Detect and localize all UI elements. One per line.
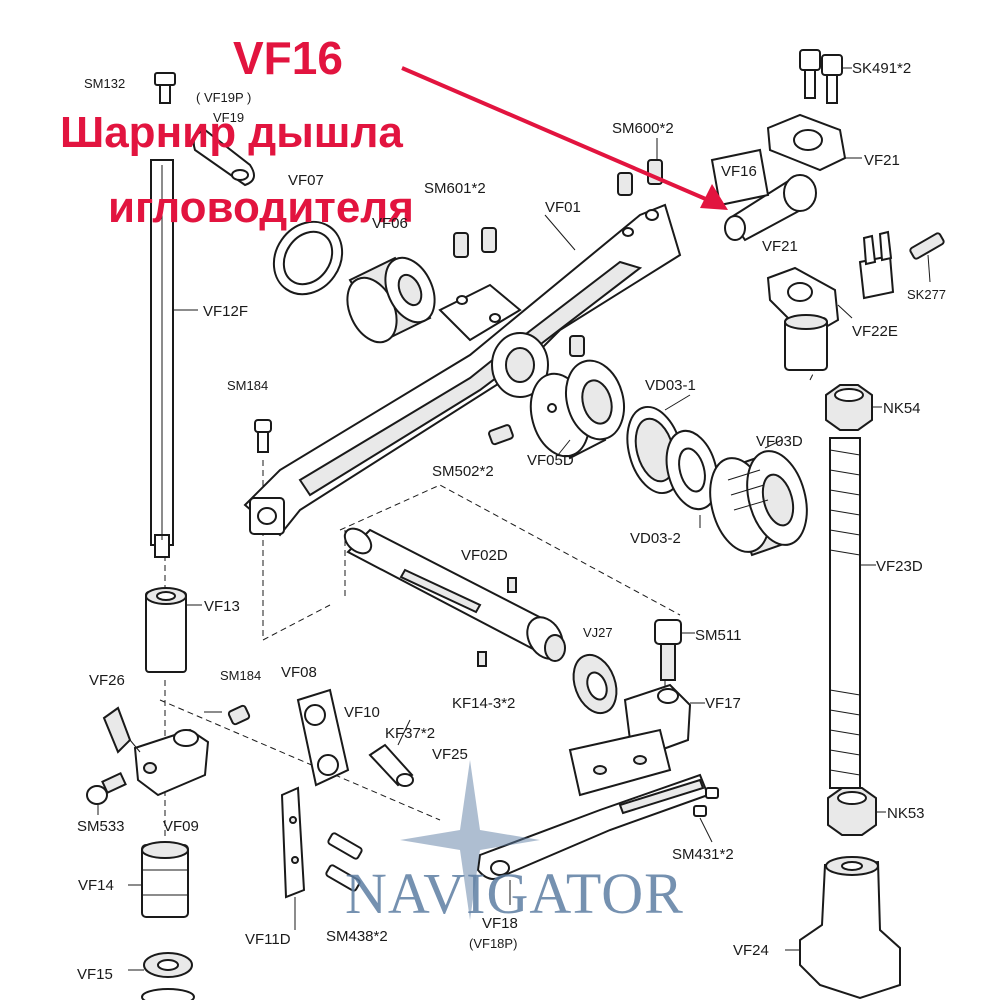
label-vf16: VF16 [721, 163, 757, 180]
label-vf10: VF10 [344, 704, 380, 721]
keys-kf14 [477, 577, 517, 667]
label-vf06: VF06 [372, 215, 408, 232]
label-vf23d: VF23D [876, 558, 923, 575]
label-vf21-upper: VF21 [864, 152, 900, 169]
pulley-vf03d [709, 450, 808, 557]
headline: VF16 Шарнир дышла игловодителя [60, 32, 414, 232]
label-sm132: SM132 [84, 76, 125, 91]
link-vf17 [568, 683, 692, 797]
compass-star-icon [400, 760, 540, 920]
collar-vf05d [529, 359, 625, 460]
label-vf01: VF01 [545, 199, 581, 216]
label-nk54: NK54 [883, 400, 921, 417]
setscrew-top-vf05d [569, 335, 585, 357]
screw-sm533 [86, 772, 127, 805]
screw-sk277 [909, 232, 945, 260]
label-sm600: SM600*2 [612, 120, 674, 137]
label-vf13: VF13 [204, 598, 240, 615]
washer-vd03-2 [665, 429, 719, 511]
bracket-vf19 [192, 128, 255, 187]
label-vf19: VF19 [213, 110, 244, 125]
label-vf07: VF07 [288, 172, 324, 189]
nut-nk54 [825, 384, 873, 431]
label-vf19p: ( VF19P ) [196, 90, 251, 105]
bearing-vj27 [572, 653, 618, 715]
pin-vf16 [710, 148, 817, 242]
label-sm601: SM601*2 [424, 180, 486, 197]
watermark-logo: NAVIGATOR [345, 760, 684, 926]
label-vf03d: VF03D [756, 433, 803, 450]
headline-code: VF16 [233, 32, 343, 84]
bolt-sm511 [654, 619, 682, 681]
label-sm533: SM533 [77, 818, 125, 835]
label-vf24: VF24 [733, 942, 769, 959]
screws-sm438 [325, 832, 363, 892]
label-nk53: NK53 [887, 805, 925, 822]
setscrew-sm502 [488, 424, 514, 446]
label-sk491: SK491*2 [852, 60, 911, 77]
headline-line1: Шарнир дышла [60, 108, 403, 157]
setscrews-sm601 [453, 227, 497, 258]
label-vf08: VF08 [281, 664, 317, 681]
pin-vf10 [368, 743, 414, 787]
rod-vf12f [150, 159, 174, 558]
headline-line2: игловодителя [108, 183, 414, 232]
watermark-text: NAVIGATOR [345, 861, 684, 926]
screw-sm132 [154, 72, 176, 104]
bar-vf11d [280, 786, 306, 899]
label-vf18: VF18 [482, 915, 518, 932]
base-vf24 [799, 856, 901, 1000]
label-sm438: SM438*2 [326, 928, 388, 945]
label-sk277: SK277 [907, 287, 946, 302]
label-sm431: SM431*2 [672, 846, 734, 863]
screw-sm184-upper [254, 419, 272, 453]
label-vf25: VF25 [432, 746, 468, 763]
label-vf21-lower: VF21 [762, 238, 798, 255]
label-vf22e: VF22E [852, 323, 898, 340]
plate-vf26 [102, 706, 132, 754]
label-kf14-3: KF14-3*2 [452, 695, 515, 712]
cylinder-vf21-lower [784, 314, 828, 371]
label-vf12f: VF12F [203, 303, 248, 320]
shaft-vf02d [343, 527, 566, 662]
screws-sk491 [799, 49, 843, 104]
fork-vf22e [858, 230, 895, 300]
label-kf37: KF37*2 [385, 725, 435, 742]
part-labels: SM132 ( VF19P ) VF19 VF07 VF06 VF12F SM6… [77, 60, 946, 983]
label-sm184-upper: SM184 [227, 378, 268, 393]
clamp-vf21-upper [766, 113, 847, 172]
label-vf11d: VF11D [245, 931, 291, 948]
label-vf05d: VF05D [527, 452, 574, 469]
label-sm511: SM511 [695, 627, 741, 644]
ring-vf07 [272, 220, 344, 296]
washer-vf15 [143, 952, 193, 978]
label-vf09: VF09 [163, 818, 199, 835]
bushing-vf14 [141, 841, 189, 918]
label-vd03-2: VD03-2 [630, 530, 681, 547]
arm-vf01 [243, 203, 682, 537]
link-vf08 [296, 688, 350, 787]
label-vf14: VF14 [78, 877, 114, 894]
highlight-arrow [401, 66, 728, 210]
label-vf17: VF17 [705, 695, 741, 712]
label-vf26: VF26 [89, 672, 125, 689]
nut-nk53 [827, 787, 877, 836]
screw-sm184-lower [227, 704, 251, 726]
label-vf02d: VF02D [461, 547, 508, 564]
label-sm184-lower: SM184 [220, 668, 261, 683]
clamp-vf09 [133, 728, 210, 797]
leader-lines [97, 67, 931, 971]
sleeve-vf13 [145, 587, 187, 673]
bushing-vf06 [346, 256, 436, 344]
label-vf18p: (VF18P) [469, 936, 517, 951]
label-vd03-1: VD03-1 [645, 377, 696, 394]
label-sm502: SM502*2 [432, 463, 494, 480]
washer-bottom [141, 988, 195, 1000]
label-vf15: VF15 [77, 966, 113, 983]
screws-sm431 [693, 787, 719, 817]
rod-vf23d [829, 437, 861, 789]
label-vj27: VJ27 [583, 625, 613, 640]
